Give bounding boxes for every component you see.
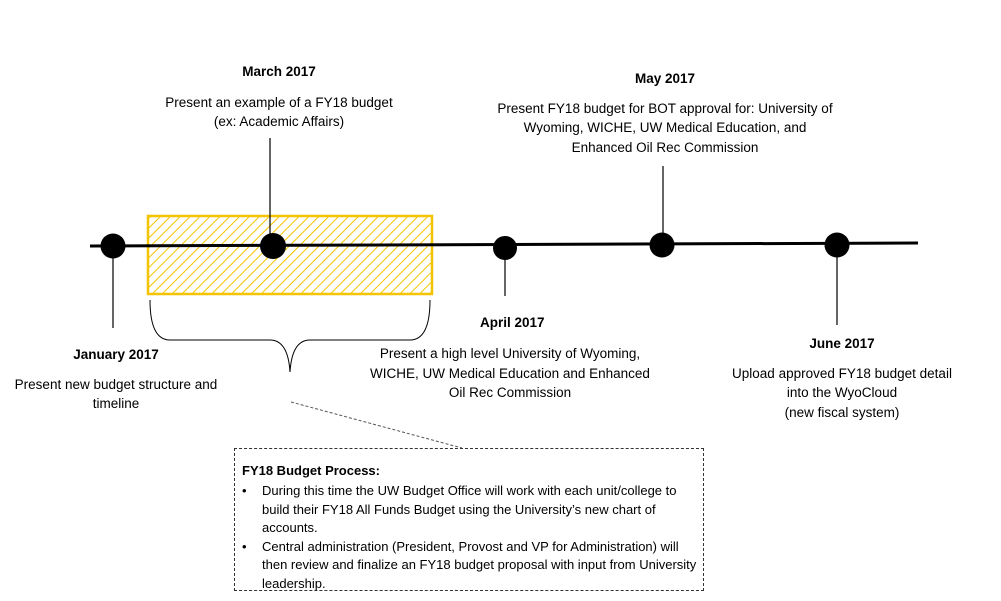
event-april-date: April 2017 — [480, 315, 545, 330]
period-brace — [149, 299, 431, 373]
callout-title: FY18 Budget Process: — [242, 463, 380, 478]
event-may-description: Present FY18 budget for BOT approval for… — [497, 100, 833, 155]
milestone-dot-jan — [100, 233, 126, 259]
milestone-dot-apr — [493, 236, 517, 260]
callout-bullet-text: Central administration (President, Provo… — [262, 538, 697, 591]
event-may-label: May 2017 Present FY18 budget for BOT app… — [480, 69, 850, 157]
event-march-label: March 2017 Present an example of a FY18 … — [150, 62, 408, 132]
event-january-date: January 2017 — [73, 347, 159, 362]
event-january-description: Present new budget structure and timelin… — [14, 376, 218, 412]
callout-bullet-text: During this time the UW Budget Office wi… — [262, 483, 677, 535]
callout-bullet-item: • During this time the UW Budget Office … — [242, 482, 700, 538]
event-march-description: Present an example of a FY18 budget (ex:… — [165, 94, 393, 130]
bullet-icon: • — [242, 483, 247, 498]
highlight-period-box — [146, 214, 434, 296]
event-april-label: April 2017 — [480, 313, 545, 333]
event-may-date: May 2017 — [634, 71, 696, 86]
event-june-label: June 2017 Upload approved FY18 budget de… — [720, 334, 964, 422]
event-june-date: June 2017 — [809, 336, 875, 351]
event-march-date: March 2017 — [242, 64, 316, 79]
callout-leader-line — [290, 401, 463, 449]
callout-bullet-list: • During this time the UW Budget Office … — [242, 482, 700, 593]
budget-process-callout: FY18 Budget Process: • During this time … — [234, 448, 704, 591]
milestone-dot-jun — [824, 232, 850, 258]
callout-bullet-item: • Central administration (President, Pro… — [242, 538, 700, 594]
bullet-icon: • — [242, 538, 247, 554]
milestone-dot-mar — [260, 233, 286, 259]
event-january-label: January 2017 Present new budget structur… — [0, 345, 232, 414]
event-april-description: Present a high level University of Wyomi… — [370, 346, 650, 400]
milestone-dot-may — [649, 232, 675, 258]
event-april-description-block: Present a high level University of Wyomi… — [360, 344, 660, 403]
event-june-description: Upload approved FY18 budget detail into … — [732, 365, 952, 420]
